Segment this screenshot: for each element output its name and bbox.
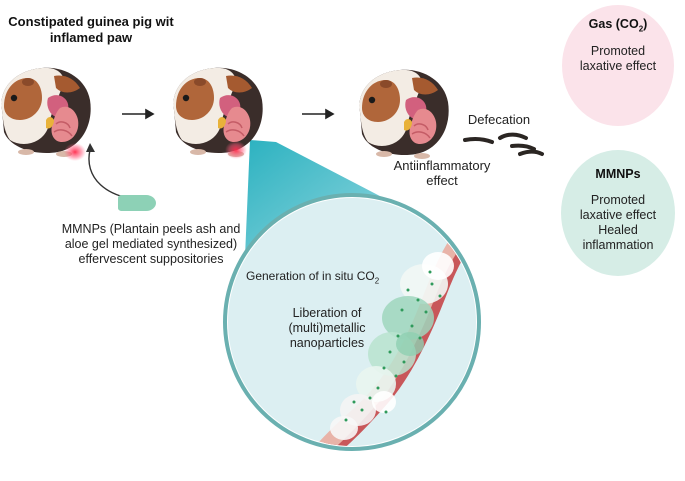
defecation-label: Defecation [467,112,531,127]
inflamed-paw-1 [64,143,86,161]
antiinflammatory-label: Antiinflammatory effect [393,158,491,188]
suppository-caption: MMNPs (Plantain peels ash and aloe gel m… [61,222,241,266]
gas-effect-circle: Gas (CO2) Promoted laxative effect [562,5,674,126]
feces-icon [463,132,544,156]
arrow-right-icon [122,108,155,120]
suppository-icon [118,195,156,211]
arrow-right-icon-2 [302,108,335,120]
gas-heading: Gas (CO2) [588,17,648,34]
mmnps-effect-circle: MMNPs Promoted laxative effect Healed in… [561,150,675,276]
liberation-label: Liberation of (multi)metallic nanopartic… [288,306,366,350]
mmnps-effect-text: Promoted laxative effect Healed inflamma… [579,193,657,252]
figure-title: Constipated guinea pig wit inflamed paw [8,14,174,45]
mmnps-heading: MMNPs [595,167,641,181]
inflamed-paw-2 [225,141,247,159]
guinea-pig-2 [172,67,264,158]
blood-vessel [310,222,476,446]
gas-effect-text: Promoted laxative effect [579,43,657,73]
insertion-arrow [88,149,151,201]
generation-label: Generation of in situ CO2 [246,269,380,286]
guinea-pig-3 [358,69,450,160]
